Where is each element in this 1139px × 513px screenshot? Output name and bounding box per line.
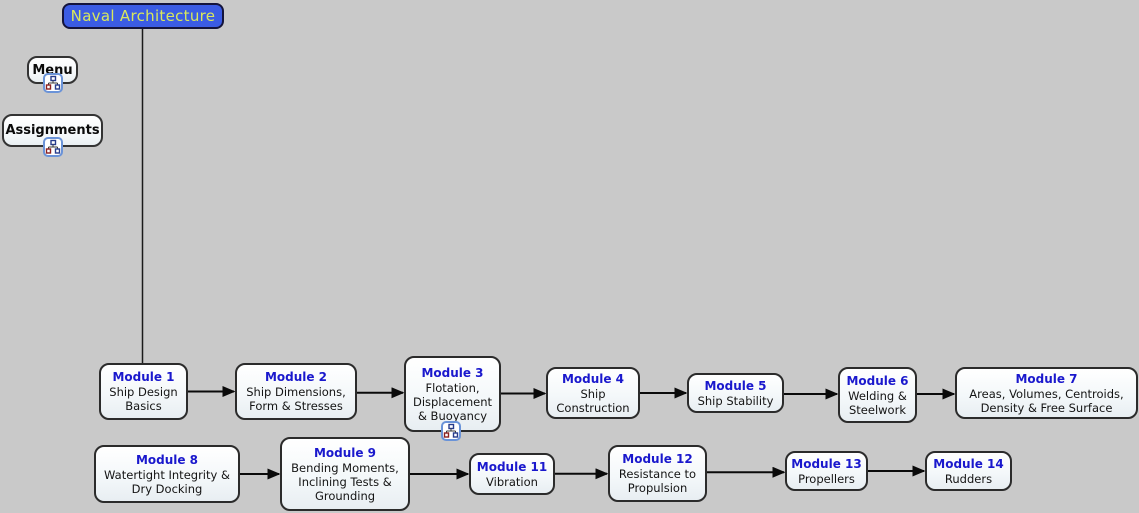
module-7-title: Module 7	[1015, 371, 1078, 386]
module-2-title: Module 2	[264, 370, 328, 384]
module-11-title: Module 11	[476, 459, 548, 474]
module-4-subtitle: Ship Construction	[556, 386, 630, 415]
module-9-title: Module 9	[313, 445, 377, 460]
module-3-subtitle: Flotation, Displacement & Buoyancy	[412, 380, 493, 423]
module-5-title: Module 5	[704, 378, 767, 393]
module-9-subtitle: Bending Moments, Inclining Tests & Groun…	[291, 460, 399, 503]
assignments-label: Assignments	[5, 123, 100, 138]
root-title-node[interactable]: Naval Architecture	[62, 3, 224, 29]
module-6-title: Module 6	[846, 373, 909, 388]
sitemap-icon[interactable]	[43, 73, 63, 93]
module-13-subtitle: Propellers	[798, 471, 855, 486]
module-8-title: Module 8	[135, 452, 199, 467]
menu-label: Menu	[32, 62, 73, 78]
module-4-title: Module 4	[561, 371, 625, 386]
sitemap-icon[interactable]	[43, 137, 63, 157]
sitemap-icon[interactable]	[441, 421, 461, 441]
module-3-title: Module 3	[421, 365, 484, 380]
module-8-subtitle: Watertight Integrity & Dry Docking	[104, 467, 230, 496]
module-14-subtitle: Rudders	[944, 471, 993, 486]
module-1-title: Module 1	[112, 370, 175, 384]
module-12-title: Module 12	[622, 452, 693, 466]
module-6-subtitle: Welding & Steelwork	[848, 388, 907, 417]
module-14-title: Module 14	[933, 456, 1004, 471]
module-7-subtitle: Areas, Volumes, Centroids, Density & Fre…	[969, 386, 1124, 415]
module-1-subtitle: Ship Design Basics	[109, 385, 178, 413]
module-2-subtitle: Ship Dimensions, Form & Stresses	[246, 385, 346, 413]
module-11-subtitle: Vibration	[486, 474, 538, 489]
module-5-subtitle: Ship Stability	[697, 393, 774, 408]
module-13-title: Module 13	[791, 456, 862, 471]
module-12-subtitle: Resistance to Propulsion	[618, 467, 697, 495]
